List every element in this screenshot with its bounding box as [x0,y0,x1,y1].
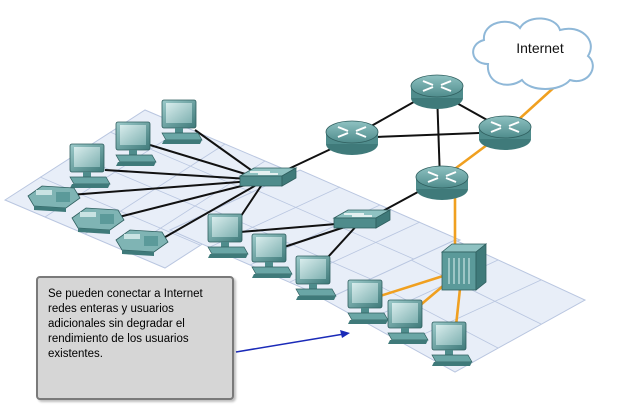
pc-icon [115,121,157,167]
callout-box: Se pueden conectar a Internet redes ente… [36,276,234,400]
router-icon [325,120,379,156]
pc-icon [69,143,111,189]
callout-line: adicionales sin degradar el [48,318,185,330]
pc-icon [251,233,293,279]
pc-icon [387,299,429,345]
callout-arrow [235,330,350,353]
callout-line: Se pueden conectar a Internet [48,288,203,300]
callout-line: redes enteras y usuarios [48,303,174,315]
internet-label: Internet [516,40,564,56]
router-icon [478,115,532,151]
cloud-icon [472,17,594,90]
callout-line: existentes. [48,348,103,360]
pc-icon [347,279,389,325]
server-icon [440,243,488,291]
callout-line: rendimiento de los usuarios [48,333,189,345]
pc-icon [161,99,203,145]
pc-icon [295,255,337,301]
router-icon [415,165,469,201]
router-icon [410,74,464,110]
pc-icon [207,213,249,259]
callout-text: Se pueden conectar a Internet redes ente… [48,287,222,362]
pc-icon [431,321,473,367]
